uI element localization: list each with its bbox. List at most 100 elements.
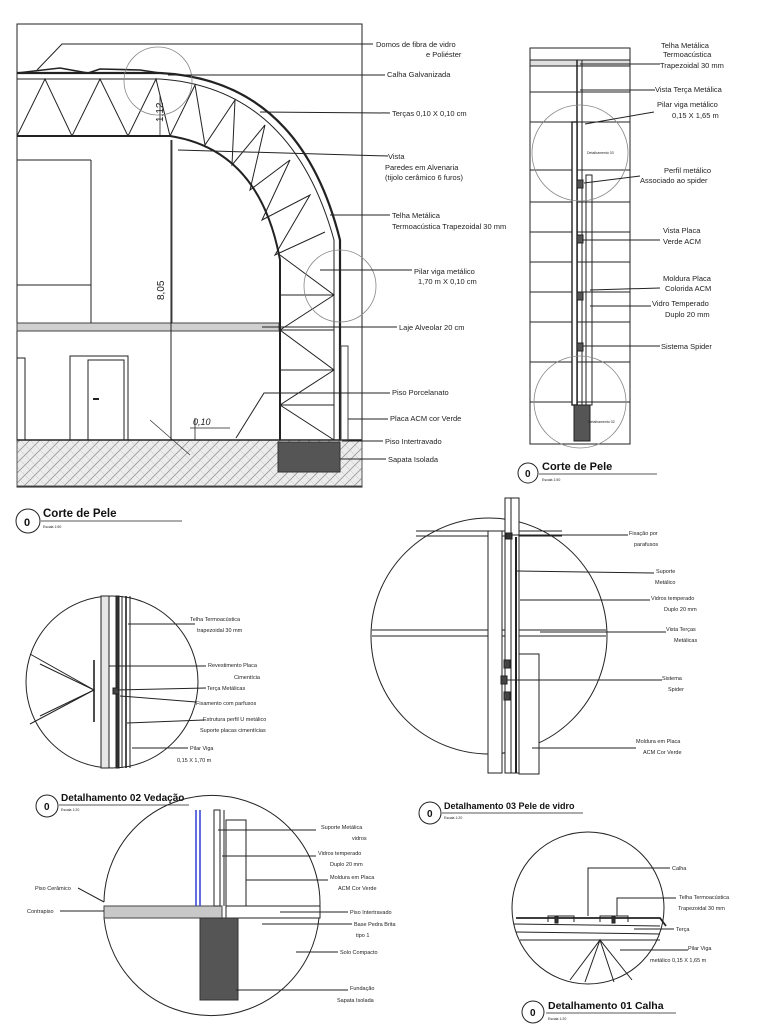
d04-label-paver: Piso Intertravado [350, 910, 392, 916]
d03-label-spider-2: Spider [668, 687, 684, 693]
d04-label-support-2: vidros [352, 836, 367, 842]
s2-label-frame-2: Colorida ACM [665, 284, 711, 293]
s1-scale: Escala 1:50 [43, 525, 61, 529]
s1-label-roof-tile: Telha Metálica [392, 211, 441, 220]
s1-label-roof-tile-2: Termoacústica Trapezoidal 30 mm [392, 222, 506, 231]
section-2-labels: Telha Metálica Termoacústica Trapezoidal… [587, 41, 724, 424]
d03-label-fix-2: parafusos [634, 542, 658, 548]
s2-title: Corte de Pele [542, 461, 612, 473]
title-block-detail-03: 0 Detalhamento 03 Pele de vidro Escala 1… [418, 801, 583, 825]
d04-label-soil: Solo Compacto [340, 950, 378, 956]
s2-label-beam-2: 0,15 X 1,65 m [672, 111, 719, 120]
section-1-labels: Domos de fibra de vidro e Poliéster Calh… [155, 40, 506, 464]
d02-label-u-profile: Estrutura perfil U metálico [203, 717, 266, 723]
s1-label-domes-2: e Poliéster [426, 50, 462, 59]
s1-dim-2: 8,05 [156, 280, 167, 300]
detail-03-drawing [370, 497, 666, 775]
d04-label-frame: Moldura em Placa [330, 875, 375, 881]
d02-scale: Escala 1:20 [61, 808, 79, 812]
d02-label-support: Suporte placas cimentícias [200, 728, 266, 734]
d02-label-cladding-2: Cimentícia [234, 675, 261, 681]
title-block-section-1: 0 Corte de Pele Escala 1:50 [15, 508, 182, 534]
detail-03-labels: Fixação por parafusos Suporte Metálico V… [629, 531, 697, 756]
d03-scale: Escala 1:20 [444, 816, 462, 820]
s1-label-porcelain: Piso Porcelanato [392, 388, 449, 397]
d03-label-purlins-2: Metálicas [674, 638, 697, 644]
s2-marker: 0 [525, 469, 531, 480]
detail-01-labels: Calha Telha Termoacústica Trapezoidal 30… [650, 866, 730, 964]
d04-label-frame-2: ACM Cor Verde [338, 886, 377, 892]
title-block-section-2: 0 Corte de Pele Escala 1:50 [517, 461, 657, 484]
d02-label-tile: Telha Termoacústica [190, 617, 241, 623]
s1-label-beam: Pilar viga metálico [414, 267, 475, 276]
d02-title: Detalhamento 02 Vedação [61, 793, 184, 804]
s1-label-walls: Paredes em Alvenaria [385, 163, 459, 172]
d03-label-spider: Sistema [662, 676, 683, 682]
d04-label-ceramic: Piso Cerâmico [35, 886, 71, 892]
s1-label-gutter: Calha Galvanizada [387, 70, 451, 79]
d04-label-support: Suporte Metálica [321, 825, 363, 831]
s2-label-plate-2: Verde ACM [663, 237, 701, 246]
s2-circle-tag-2: Detalhamento 02 [588, 420, 615, 424]
s2-label-spider: Sistema Spider [661, 342, 712, 351]
d01-label-pillar: Pilar Viga [688, 946, 712, 952]
d02-label-screws: Fixamento com parfusos [196, 701, 256, 707]
s2-circle-tag-1: Detalhamento 03 [587, 151, 614, 155]
d03-label-frame: Moldura em Placa [636, 739, 681, 745]
s2-label-plate: Vista Placa [663, 226, 701, 235]
s2-label-frame: Moldura Placa [663, 274, 712, 283]
d03-label-fix: Fixação por [629, 531, 658, 537]
d01-label-tile: Telha Termoacústica [679, 895, 730, 901]
d03-label-support-2: Metálico [655, 580, 675, 586]
s1-label-acm: Placa ACM cor Verde [390, 414, 461, 423]
s1-label-purlins: Terças 0,10 X 0,10 cm [392, 109, 467, 118]
d04-label-gravel: Base Pedra Brita [354, 922, 397, 928]
d04-label-foundation: Fundação [350, 986, 374, 992]
s1-label-walls-2: (tijolo cerâmico 6 furos) [385, 173, 463, 182]
d02-label-pillar-2: 0,15 X 1,70 m [177, 758, 212, 764]
d02-label-tile-2: trapezoidal 30 mm [197, 628, 243, 634]
d01-label-purlin: Terça [676, 927, 690, 933]
section-1-drawing [16, 23, 412, 488]
detail-02-drawing [25, 595, 207, 769]
d03-label-purlins: Vista Terças [666, 627, 696, 633]
d02-marker: 0 [44, 802, 50, 813]
s1-dim-1: 1,12 [155, 102, 166, 122]
s1-label-slab: Laje Alveolar 20 cm [399, 323, 464, 332]
s1-label-footing: Sapata Isolada [388, 455, 439, 464]
s2-label-profile-2: Associado ao spider [640, 176, 708, 185]
d02-label-pillar: Pilar Viga [190, 746, 214, 752]
s1-label-view: Vista [388, 152, 405, 161]
d01-label-tile-2: Trapezoidal 30 mm [678, 906, 725, 912]
s1-title: Corte de Pele [43, 508, 117, 520]
s1-label-paver: Piso Intertravado [385, 437, 442, 446]
d01-scale: Escala 1:20 [548, 1017, 566, 1021]
s1-dim-3: 0,10 [193, 417, 211, 427]
s2-label-glass: Vidro Temperado [652, 299, 709, 308]
s2-label-beam: Pilar viga metálico [657, 100, 718, 109]
d03-marker: 0 [427, 809, 433, 820]
d04-label-subfloor: Contrapiso [27, 909, 54, 915]
title-block-detail-01: 0 Detalhamento 01 Calha Escala 1:20 [521, 1000, 676, 1024]
s2-label-tile: Telha Metálica [661, 41, 710, 50]
s1-marker: 0 [24, 517, 30, 529]
d01-title: Detalhamento 01 Calha [548, 1000, 664, 1012]
section-2-drawing [529, 47, 661, 449]
s2-label-tile-2: Termoacústica [663, 50, 712, 59]
s2-label-purlin: Vista Terça Metálica [655, 85, 723, 94]
s2-label-profile: Perfil metálico [664, 166, 711, 175]
detail-02-labels: Telha Termoacústica trapezoidal 30 mm Re… [177, 617, 266, 764]
d02-label-purlins: Terça Metálicas [207, 686, 245, 692]
d04-label-foundation-2: Sapata Isolada [337, 998, 375, 1004]
s1-label-domes: Domos de fibra de vidro [376, 40, 456, 49]
d03-label-glass-2: Duplo 20 mm [664, 607, 697, 613]
d02-label-cladding: Revestimento Placa [208, 663, 258, 669]
s1-label-beam-2: 1,70 m X 0,10 cm [418, 277, 477, 286]
d03-title: Detalhamento 03 Pele de vidro [444, 801, 575, 811]
d03-label-support: Suporte [656, 569, 675, 575]
detail-01-drawing [511, 831, 688, 985]
title-block-detail-02: 0 Detalhamento 02 Vedação Escala 1:20 [35, 793, 189, 818]
d04-label-gravel-2: tipo 1 [356, 933, 369, 939]
